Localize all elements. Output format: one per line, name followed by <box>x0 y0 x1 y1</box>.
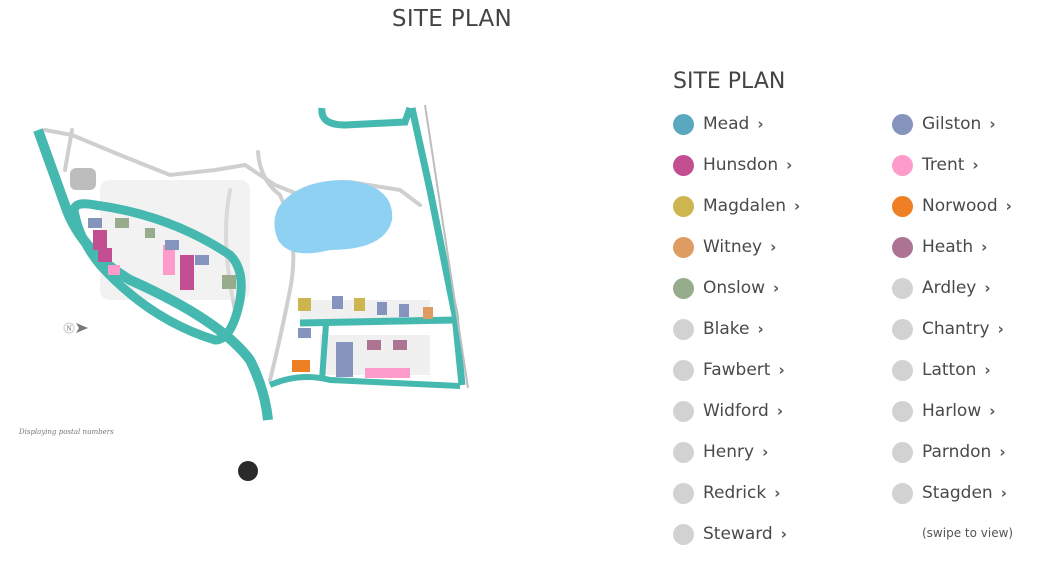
chevron-right-icon: › <box>981 238 988 256</box>
legend-item-widford[interactable]: Widford › <box>673 400 783 422</box>
legend-item-label: Blake <box>703 319 750 339</box>
color-swatch <box>673 359 694 381</box>
chevron-right-icon: › <box>776 402 784 420</box>
color-swatch <box>673 482 694 504</box>
map-caption: Displaying postal numbers <box>19 428 114 436</box>
legend-item-label: Steward <box>703 524 773 544</box>
color-swatch <box>892 236 913 258</box>
legend-item-label: Witney <box>703 237 763 257</box>
legend-item-hunsdon[interactable]: Hunsdon › <box>673 154 792 176</box>
chevron-right-icon: › <box>1000 484 1007 502</box>
carousel-dot[interactable] <box>238 461 258 481</box>
legend-item-trent[interactable]: Trent › <box>892 154 979 176</box>
north-arrow: N <box>63 322 88 334</box>
color-swatch <box>673 441 694 463</box>
legend-item-latton[interactable]: Latton › <box>892 359 991 381</box>
chevron-right-icon: › <box>762 443 769 461</box>
chevron-right-icon: › <box>786 156 793 174</box>
legend-item-label: Mead <box>703 114 750 134</box>
color-swatch <box>892 154 913 176</box>
color-swatch <box>673 318 694 340</box>
color-swatch <box>673 236 694 258</box>
legend-item-label: Heath <box>922 237 974 257</box>
legend-item-harlow[interactable]: Harlow › <box>892 400 995 422</box>
site-plan-map[interactable]: N <box>0 90 480 450</box>
chevron-right-icon: › <box>774 484 781 502</box>
legend-item-heath[interactable]: Heath › <box>892 236 987 258</box>
color-swatch <box>892 277 913 299</box>
color-swatch <box>892 441 913 463</box>
legend-item-label: Parndon <box>922 442 992 462</box>
chevron-right-icon: › <box>984 361 991 379</box>
legend-item-label: Fawbert <box>703 360 771 380</box>
legend-item-label: Onslow <box>703 278 766 298</box>
color-swatch <box>892 482 913 504</box>
legend-item-label: Ardley <box>922 278 977 298</box>
chevron-right-icon: › <box>757 320 764 338</box>
color-swatch <box>673 154 694 176</box>
legend-item-fawbert[interactable]: Fawbert › <box>673 359 785 381</box>
page-title: SITE PLAN <box>391 6 513 32</box>
legend-item-steward[interactable]: Steward › <box>673 523 787 545</box>
color-swatch <box>673 113 694 135</box>
legend-item-label: Redrick <box>703 483 767 503</box>
legend-item-norwood[interactable]: Norwood › <box>892 195 1012 217</box>
legend-item-redrick[interactable]: Redrick › <box>673 482 780 504</box>
chevron-right-icon: › <box>999 443 1006 461</box>
plots <box>70 168 433 378</box>
legend-item-label: Trent <box>922 155 965 175</box>
color-swatch <box>673 195 694 217</box>
legend-item-blake[interactable]: Blake › <box>673 318 764 340</box>
chevron-right-icon: › <box>773 279 780 297</box>
chevron-right-icon: › <box>794 197 801 215</box>
color-swatch <box>673 400 694 422</box>
color-swatch <box>892 318 913 340</box>
legend-item-label: Widford <box>703 401 769 421</box>
legend-item-label: Magdalen <box>703 196 787 216</box>
chevron-right-icon: › <box>1005 197 1012 215</box>
chevron-right-icon: › <box>757 115 764 133</box>
color-swatch <box>892 195 913 217</box>
color-swatch <box>892 359 913 381</box>
legend-item-parndon[interactable]: Parndon › <box>892 441 1006 463</box>
legend-title: SITE PLAN <box>673 69 786 94</box>
legend-item-onslow[interactable]: Onslow › <box>673 277 779 299</box>
legend-item-label: Latton <box>922 360 977 380</box>
legend-item-label: Gilston <box>922 114 982 134</box>
color-swatch <box>673 523 694 545</box>
legend-item-label: Hunsdon <box>703 155 779 175</box>
legend-item-gilston[interactable]: Gilston › <box>892 113 996 135</box>
legend-item-label: Stagden <box>922 483 993 503</box>
chevron-right-icon: › <box>972 156 979 174</box>
chevron-right-icon: › <box>770 238 777 256</box>
legend-item-witney[interactable]: Witney › <box>673 236 776 258</box>
legend-item-label: Norwood <box>922 196 998 216</box>
legend-item-label: Henry <box>703 442 755 462</box>
legend-item-magdalen[interactable]: Magdalen › <box>673 195 800 217</box>
color-swatch <box>673 277 694 299</box>
chevron-right-icon: › <box>989 115 996 133</box>
chevron-right-icon: › <box>778 361 785 379</box>
legend-item-label: Chantry <box>922 319 990 339</box>
color-swatch <box>892 113 913 135</box>
legend-item-chantry[interactable]: Chantry › <box>892 318 1004 340</box>
swipe-hint: (swipe to view) <box>922 526 1014 540</box>
legend-item-ardley[interactable]: Ardley › <box>892 277 991 299</box>
legend-item-label: Harlow <box>922 401 982 421</box>
lake <box>274 180 393 254</box>
chevron-right-icon: › <box>989 402 996 420</box>
chevron-right-icon: › <box>780 525 787 543</box>
svg-text:N: N <box>67 326 72 333</box>
chevron-right-icon: › <box>984 279 991 297</box>
roads <box>33 106 466 421</box>
legend-item-stagden[interactable]: Stagden › <box>892 482 1007 504</box>
chevron-right-icon: › <box>997 320 1004 338</box>
legend-item-mead[interactable]: Mead › <box>673 113 764 135</box>
color-swatch <box>892 400 913 422</box>
legend-item-henry[interactable]: Henry › <box>673 441 768 463</box>
